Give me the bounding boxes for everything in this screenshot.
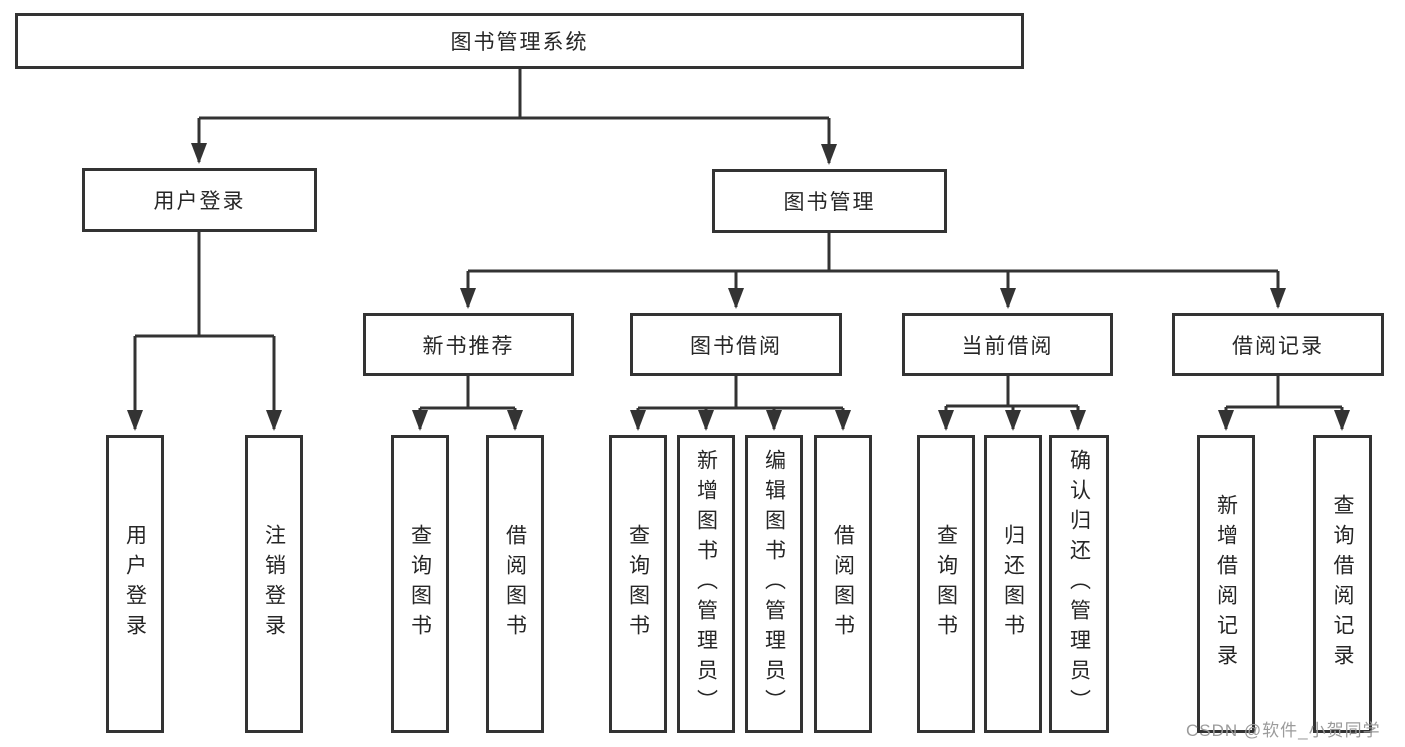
leaf-return-book: 归还图书 — [984, 435, 1042, 733]
node-label: 查询图书 — [626, 524, 650, 644]
node-label: 借阅记录 — [1232, 334, 1324, 358]
node-label: 用户登录 — [123, 524, 147, 644]
leaf-query-books-2: 查询图书 — [609, 435, 667, 733]
edge-borrowrecords-to-leaves-bus — [1226, 376, 1342, 409]
edge-userlogin-to-leaves-bus — [135, 232, 274, 338]
leaf-query-books-1: 查询图书 — [391, 435, 449, 733]
node-label: 查询借阅记录 — [1331, 494, 1354, 674]
leaf-query-books-3: 查询图书 — [917, 435, 975, 733]
node-label: 确认归还（管理员） — [1067, 449, 1091, 719]
node-label: 借阅图书 — [503, 524, 527, 644]
node-current-borrow: 当前借阅 — [902, 313, 1113, 376]
node-label: 用户登录 — [153, 190, 246, 213]
node-borrow-records: 借阅记录 — [1172, 313, 1384, 376]
edge-currentborrow-to-leaves-bus — [946, 376, 1078, 408]
node-new-book-recommend: 新书推荐 — [363, 313, 574, 376]
edge-root-to-level2-bus — [199, 69, 829, 120]
node-user-login: 用户登录 — [82, 168, 317, 232]
leaf-logout: 注销登录 — [245, 435, 303, 733]
csdn-watermark: CSDN @软件_小贺同学 — [1186, 721, 1381, 740]
leaf-add-book-admin: 新增图书（管理员） — [677, 435, 735, 733]
node-label: 图书借阅 — [690, 334, 782, 358]
node-label: 图书管理 — [783, 191, 876, 214]
leaf-confirm-return-admin: 确认归还（管理员） — [1049, 435, 1109, 733]
node-label: 新增借阅记录 — [1214, 494, 1238, 674]
node-book-borrow: 图书借阅 — [630, 313, 842, 376]
node-label: 当前借阅 — [961, 334, 1054, 358]
node-label: 查询图书 — [934, 524, 958, 644]
leaf-add-borrow-record: 新增借阅记录 — [1197, 435, 1255, 733]
node-label: 新增图书（管理员） — [694, 449, 718, 719]
node-label: 借阅图书 — [831, 524, 855, 644]
leaf-query-borrow-record: 查询借阅记录 — [1313, 435, 1372, 733]
leaf-edit-book-admin: 编辑图书（管理员） — [745, 435, 803, 733]
edge-newbook-to-leaves-bus — [420, 376, 515, 410]
node-label: 编辑图书（管理员） — [762, 449, 786, 719]
node-label: 图书管理系统 — [450, 31, 589, 54]
node-label: 新书推荐 — [422, 334, 515, 358]
edge-bookmgmt-to-level3-bus — [468, 233, 1278, 273]
node-book-management: 图书管理 — [712, 169, 947, 233]
node-label: 查询图书 — [408, 524, 432, 644]
node-label: 归还图书 — [1001, 524, 1025, 644]
leaf-borrow-books-1: 借阅图书 — [486, 435, 544, 733]
node-library-management-system: 图书管理系统 — [15, 13, 1024, 69]
node-label: 注销登录 — [262, 524, 286, 644]
edge-bookborrow-to-leaves-bus — [638, 376, 843, 410]
leaf-user-login: 用户登录 — [106, 435, 164, 733]
leaf-borrow-books-2: 借阅图书 — [814, 435, 872, 733]
